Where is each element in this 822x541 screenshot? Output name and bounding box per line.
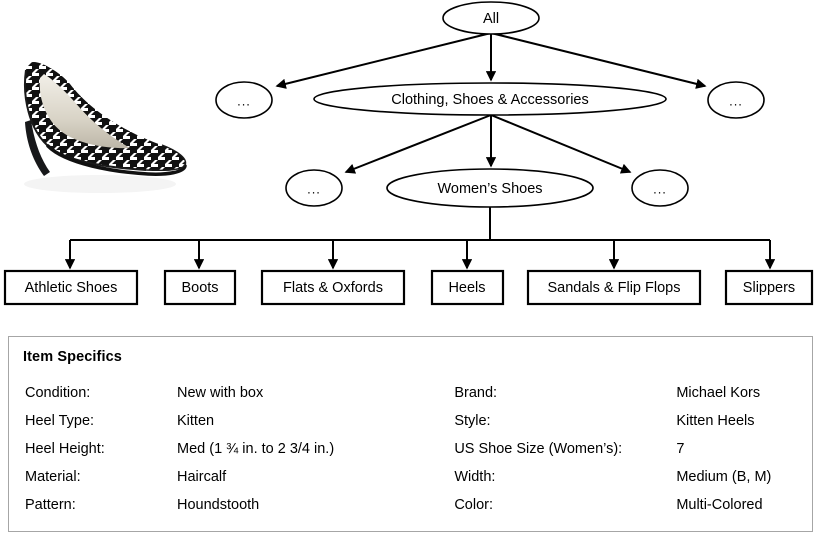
leaf-node-boots-box — [163, 269, 237, 306]
spec-row-condition: Condition: New with box — [25, 379, 442, 407]
leaf-node-slippers[interactable]: Slippers — [724, 269, 814, 306]
node-ellipsis-level1-right-shape — [707, 81, 765, 119]
leaf-node-sandals-flip-flops-label: Sandals & Flip Flops — [548, 280, 681, 296]
node-clothing-shoes-accessories-label: Clothing, Shoes & Accessories — [391, 92, 588, 108]
edge-clothing-to-ellipsis-left — [344, 114, 492, 174]
spec-value-width: Medium (B, M) — [676, 469, 772, 485]
spec-key-heel-type: Heel Type: — [25, 413, 95, 429]
node-ellipsis-level1-right-label: ... — [729, 93, 743, 108]
leaf-node-flats-oxfords[interactable]: Flats & Oxfords — [260, 269, 406, 306]
leaf-node-boots[interactable]: Boots — [163, 269, 237, 306]
leaf-node-slippers-label: Slippers — [743, 280, 795, 296]
spec-value-heel-height: Med (1 ¾ in. to 2 3/4 in.) — [177, 441, 335, 457]
spec-value-heel-type: Kitten — [177, 413, 215, 429]
node-ellipsis-level1-right[interactable]: ... — [707, 81, 765, 119]
edge-all-to-ellipsis-left — [275, 32, 492, 89]
spec-key-heel-height: Heel Height: — [25, 441, 105, 457]
spec-value-pattern: Houndstooth — [177, 497, 260, 513]
item-specifics-grid: Condition: New with box Heel Type: Kitte… — [9, 379, 812, 519]
node-ellipsis-level1-left[interactable]: ... — [215, 81, 273, 119]
edge-all-to-ellipsis-right — [490, 32, 707, 89]
spec-value-color: Multi-Colored — [676, 497, 763, 513]
node-clothing-shoes-accessories-shape — [313, 82, 667, 116]
node-womens-shoes-label: Women’s Shoes — [437, 181, 542, 197]
node-ellipsis-level2-right-label: ... — [653, 181, 667, 196]
leaf-node-heels-label: Heels — [448, 280, 485, 296]
spec-row-us-shoe-size: US Shoe Size (Women’s): 7 — [454, 435, 812, 463]
leaf-node-flats-oxfords-label: Flats & Oxfords — [283, 280, 383, 296]
node-ellipsis-level2-left-label: ... — [307, 181, 321, 196]
item-specifics-panel: Item Specifics Condition: New with box H… — [8, 336, 813, 532]
leaf-node-heels-box — [430, 269, 505, 306]
spec-row-width: Width: Medium (B, M) — [454, 463, 812, 491]
shoe-lining — [39, 74, 130, 149]
leaf-node-flats-oxfords-box — [260, 269, 406, 306]
spec-row-material: Material: Haircalf — [25, 463, 442, 491]
spec-value-style: Kitten Heels — [676, 413, 755, 429]
spec-value-us-shoe-size: 7 — [676, 441, 685, 457]
leaf-node-athletic-shoes-label: Athletic Shoes — [25, 280, 118, 296]
node-ellipsis-level2-right[interactable]: ... — [631, 169, 689, 207]
spec-row-style: Style: Kitten Heels — [454, 407, 812, 435]
spec-key-condition: Condition: — [25, 385, 91, 401]
item-specifics-left-column: Condition: New with box Heel Type: Kitte… — [25, 379, 442, 519]
spec-key-brand: Brand: — [454, 385, 498, 401]
spec-row-brand: Brand: Michael Kors — [454, 379, 812, 407]
spec-key-color: Color: — [454, 497, 493, 513]
category-taxonomy-diagram: All ... Clothing, Shoes & Accessories ..… — [3, 1, 814, 306]
leaf-node-athletic-shoes[interactable]: Athletic Shoes — [3, 269, 139, 306]
photo-reflection — [24, 175, 176, 193]
spec-key-pattern: Pattern: — [25, 497, 76, 513]
spec-row-pattern: Pattern: Houndstooth — [25, 491, 442, 519]
node-ellipsis-level2-right-shape — [631, 169, 689, 207]
leaf-node-heels[interactable]: Heels — [430, 269, 505, 306]
shoe-toe-outline — [145, 144, 187, 172]
node-ellipsis-level2-left[interactable]: ... — [285, 169, 343, 207]
leaf-node-sandals-flip-flops[interactable]: Sandals & Flip Flops — [526, 269, 702, 306]
node-ellipsis-level1-left-label: ... — [237, 93, 251, 108]
spec-key-material: Material: — [25, 469, 81, 485]
spec-key-us-shoe-size: US Shoe Size (Women’s): — [454, 441, 623, 457]
leaf-node-boots-label: Boots — [181, 280, 218, 296]
leaf-node-sandals-flip-flops-box — [526, 269, 702, 306]
spec-value-condition: New with box — [177, 385, 264, 401]
shoe-outsole — [46, 144, 187, 176]
node-all-label: All — [483, 11, 499, 27]
item-specifics-right-column: Brand: Michael Kors Style: Kitten Heels … — [454, 379, 812, 519]
node-ellipsis-level2-left-shape — [285, 169, 343, 207]
node-all-shape — [442, 1, 540, 35]
item-specifics-title: Item Specifics — [23, 349, 122, 365]
product-image — [4, 48, 204, 228]
node-clothing-shoes-accessories[interactable]: Clothing, Shoes & Accessories — [313, 82, 667, 116]
spec-row-heel-height: Heel Height: Med (1 ¾ in. to 2 3/4 in.) — [25, 435, 442, 463]
node-womens-shoes[interactable]: Women’s Shoes — [386, 168, 594, 208]
node-all[interactable]: All — [442, 1, 540, 35]
leaf-node-slippers-box — [724, 269, 814, 306]
spec-row-heel-type: Heel Type: Kitten — [25, 407, 442, 435]
node-ellipsis-level1-left-shape — [215, 81, 273, 119]
edge-clothing-to-ellipsis-right — [490, 114, 632, 174]
spec-key-style: Style: — [454, 413, 491, 429]
spec-key-width: Width: — [454, 469, 496, 485]
spec-value-brand: Michael Kors — [676, 385, 761, 401]
spec-row-color: Color: Multi-Colored — [454, 491, 812, 519]
shoe-heel — [25, 120, 50, 176]
leaf-node-athletic-shoes-box — [3, 269, 139, 306]
node-womens-shoes-shape — [386, 168, 594, 208]
spec-value-material: Haircalf — [177, 469, 227, 485]
